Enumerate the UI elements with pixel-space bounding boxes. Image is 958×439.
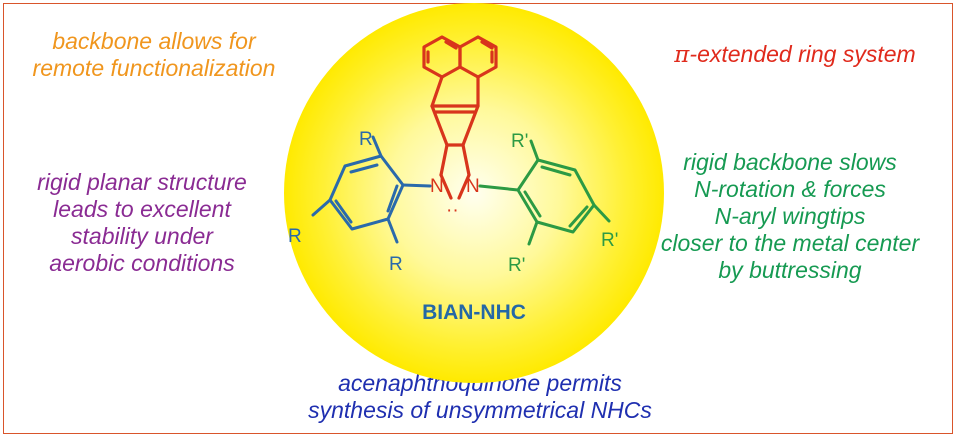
substituent-bond (527, 220, 539, 246)
substituent-bond (371, 135, 383, 158)
highlight-circle (284, 3, 664, 383)
rp-substituent-top: R' (511, 131, 528, 152)
note-line: rigid planar structure (37, 169, 247, 195)
note-line: backbone allows for (52, 28, 256, 54)
n-left-label: N (430, 176, 444, 197)
note-line: by buttressing (718, 257, 862, 283)
five-membered-ring-lower (430, 104, 480, 147)
double-bond (568, 205, 589, 228)
molecule-name: BIAN-NHC (422, 301, 526, 324)
bond (457, 173, 471, 200)
substituent-bond (529, 139, 540, 162)
double-bond (334, 199, 353, 224)
double-bond (523, 190, 542, 218)
imidazolylidene-ring (439, 143, 471, 200)
note-line: π-extended ring system (650, 41, 940, 69)
r-substituent-bottom: R (389, 254, 403, 275)
r-substituent-top: R (359, 129, 373, 150)
note-line: aerobic conditions (49, 250, 235, 276)
note-line: synthesis of unsymmetrical NHCs (308, 397, 652, 423)
double-bond (349, 163, 379, 174)
note-pi-extended: π-extended ring system (650, 41, 940, 69)
note-line: N-aryl wingtips (714, 203, 866, 229)
substituent-bond (592, 203, 611, 223)
note-line: leads to excellent (53, 196, 231, 222)
double-bond (444, 40, 458, 50)
pi-symbol: π (674, 42, 690, 68)
note-backbone-functionalization: backbone allows for remote functionaliza… (18, 28, 290, 82)
pi-text: -extended ring system (689, 41, 916, 67)
bond (439, 143, 449, 177)
substituent-bond (311, 198, 332, 217)
n-aryl-bond (478, 184, 520, 192)
five-membered-ring-upper (430, 75, 480, 108)
acenaphthylene-core (422, 35, 498, 147)
substituent-bond (386, 217, 399, 244)
note-rigid-planar: rigid planar structure leads to excellen… (12, 169, 272, 277)
carbene-lone-pair: ·· (446, 200, 459, 221)
bond (461, 143, 471, 177)
note-line: N-rotation & forces (694, 176, 886, 202)
rp-substituent-bottom: R' (508, 255, 525, 276)
left-aryl-group (311, 135, 432, 244)
note-line: stability under (71, 223, 213, 249)
rp-substituent-para: R' (601, 230, 618, 251)
right-aryl-group (478, 139, 611, 246)
r-substituent-para: R (288, 226, 302, 247)
double-bond (540, 165, 572, 177)
note-line: closer to the metal center (660, 230, 920, 256)
double-bond (386, 184, 399, 213)
n-aryl-bond (401, 183, 432, 188)
double-bond (480, 40, 494, 50)
n-right-label: N (466, 176, 480, 197)
note-rigid-backbone: rigid backbone slows N-rotation & forces… (640, 149, 940, 284)
note-line: rigid backbone slows (683, 149, 897, 175)
note-line: remote functionalization (32, 55, 276, 81)
bond (439, 173, 453, 200)
